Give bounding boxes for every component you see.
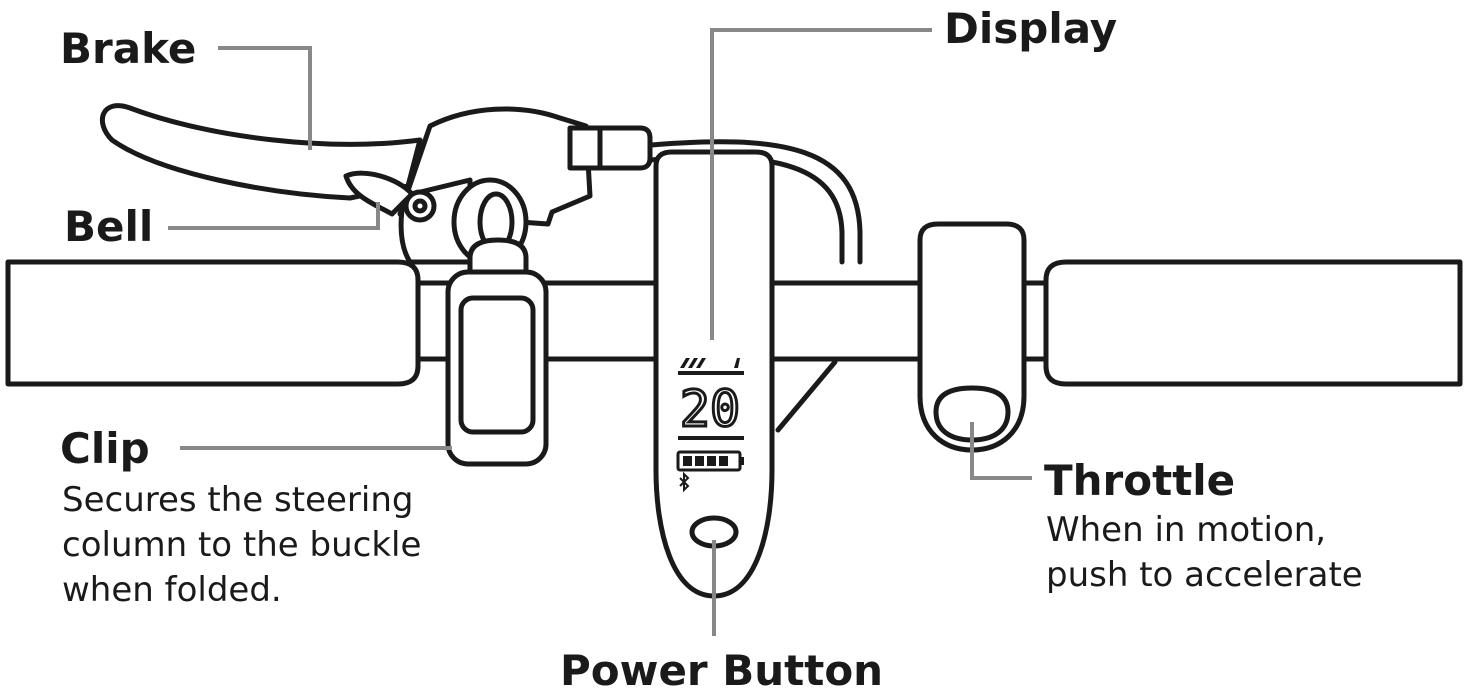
- bell-leader-line: [168, 202, 380, 230]
- speed-level-icon: [680, 358, 706, 368]
- brake-lever: [99, 103, 423, 201]
- display-label: Display: [944, 4, 1118, 53]
- brake-cable: [637, 139, 863, 265]
- battery-level-cells: [683, 456, 728, 466]
- battery-cap: [740, 457, 744, 465]
- throttle-description-line: When in motion,: [1046, 510, 1327, 550]
- walk-mode-icon: [734, 358, 740, 368]
- display-speed-readout: 20: [680, 380, 740, 438]
- clip-label: Clip: [60, 424, 150, 473]
- clip-window: [458, 295, 536, 435]
- display-screen-top-bar: [678, 371, 744, 375]
- bluetooth-icon: [679, 471, 690, 493]
- clip-description-line: Secures the steering: [62, 480, 414, 520]
- under-cable: [775, 359, 838, 433]
- power-button-label: Power Button: [560, 646, 884, 695]
- bell-label: Bell: [64, 202, 154, 251]
- throttle-description-line: push to accelerate: [1046, 555, 1363, 595]
- bell-screw-center: [412, 198, 428, 214]
- left-grip: [5, 259, 421, 387]
- throttle-description: When in motion, push to accelerate: [1046, 508, 1363, 598]
- display-leader-line: [710, 28, 932, 340]
- bell-screw: [403, 189, 437, 223]
- throttle-leader-line: [970, 422, 1032, 480]
- clip-description-line: when folded.: [62, 570, 282, 610]
- bell-lever: [343, 170, 415, 217]
- clip-description: Secures the steering column to the buckl…: [62, 478, 421, 613]
- brake-label: Brake: [60, 24, 197, 73]
- throttle-paddle[interactable]: [933, 385, 1011, 443]
- clip-description-line: column to the buckle: [62, 525, 422, 565]
- right-grip: [1043, 259, 1463, 387]
- display-screen-divider: [678, 436, 744, 440]
- throttle-label: Throttle: [1044, 456, 1236, 505]
- brake-leader-line: [218, 46, 312, 150]
- clip-top-loop: [467, 237, 529, 275]
- brake-adjuster: [567, 125, 653, 171]
